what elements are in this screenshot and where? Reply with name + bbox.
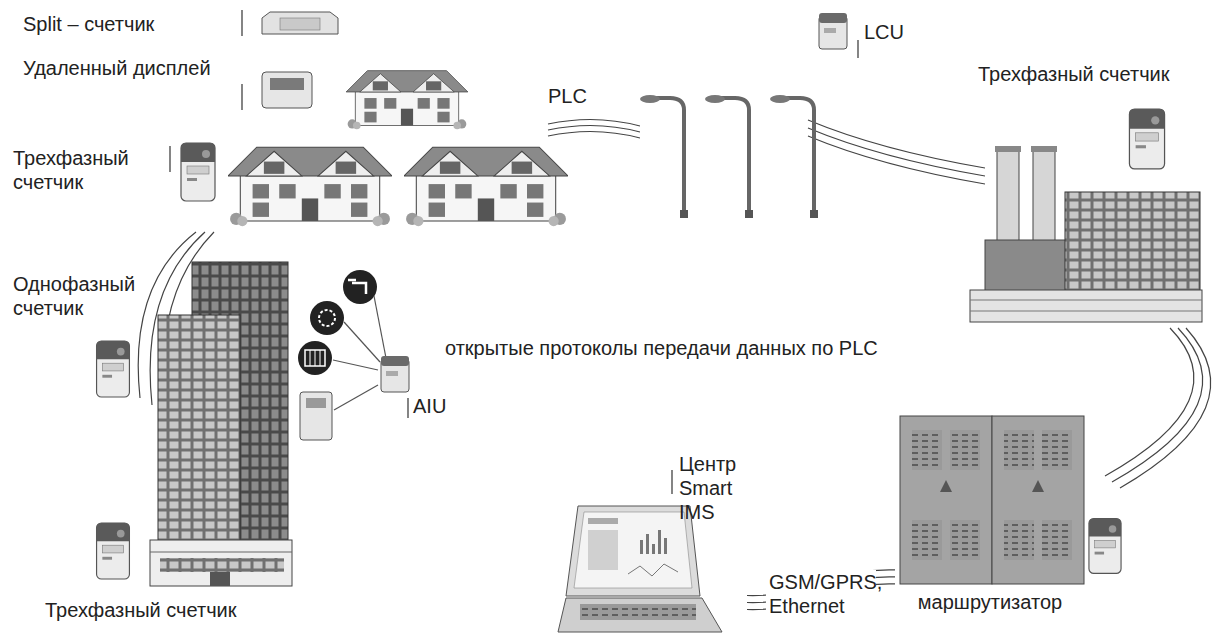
- street-lamp: [770, 95, 818, 218]
- three-phase-meter: [181, 143, 215, 201]
- remote-display: [262, 72, 312, 108]
- caption-label: Трехфазный счетчик: [13, 146, 148, 194]
- caption-label: Split – счетчик: [23, 12, 154, 36]
- edge-label: GSM/GPRS, Ethernet: [766, 570, 876, 618]
- caption-label: Удаленный дисплей: [23, 56, 211, 80]
- node-label: Центр Smart IMS: [679, 452, 743, 524]
- caption-label: открытые протоколы передачи данных по PL…: [445, 336, 878, 360]
- utility-icons: [298, 270, 386, 440]
- caption-label: Однофазный счетчик: [13, 272, 148, 320]
- node-label: маршрутизатор: [918, 590, 1062, 614]
- house-left: [228, 147, 392, 226]
- device-node: Центр Smart IMS: [555, 450, 747, 636]
- caption-label: PLC: [548, 84, 587, 108]
- split-meter: [262, 12, 338, 34]
- lcu-device: [819, 13, 847, 49]
- three-phase-meter: [97, 523, 130, 579]
- skyscraper: [150, 262, 292, 586]
- device-node: маршрутизатор: [895, 410, 1127, 624]
- device-node: AIU: [376, 350, 456, 422]
- node-label: AIU: [413, 394, 446, 418]
- caption-label: LCU: [864, 20, 904, 44]
- plc-lines: [548, 119, 985, 184]
- street-lamp: [640, 95, 688, 218]
- aiu-device: [381, 356, 409, 392]
- factory: [970, 146, 1202, 322]
- caption-label: Трехфазный счетчик: [978, 62, 1170, 86]
- street-lamp: [705, 95, 753, 218]
- plc-waves: [1105, 328, 1211, 488]
- house-small: [346, 71, 468, 130]
- single-phase-meter: [97, 341, 130, 397]
- house-right: [404, 147, 568, 226]
- laptop: [558, 506, 722, 632]
- router-cabinet: [900, 416, 1084, 584]
- caption-label: Трехфазный счетчик: [45, 598, 237, 622]
- router-meter: [1089, 519, 1121, 574]
- three-phase-meter: [1129, 109, 1164, 169]
